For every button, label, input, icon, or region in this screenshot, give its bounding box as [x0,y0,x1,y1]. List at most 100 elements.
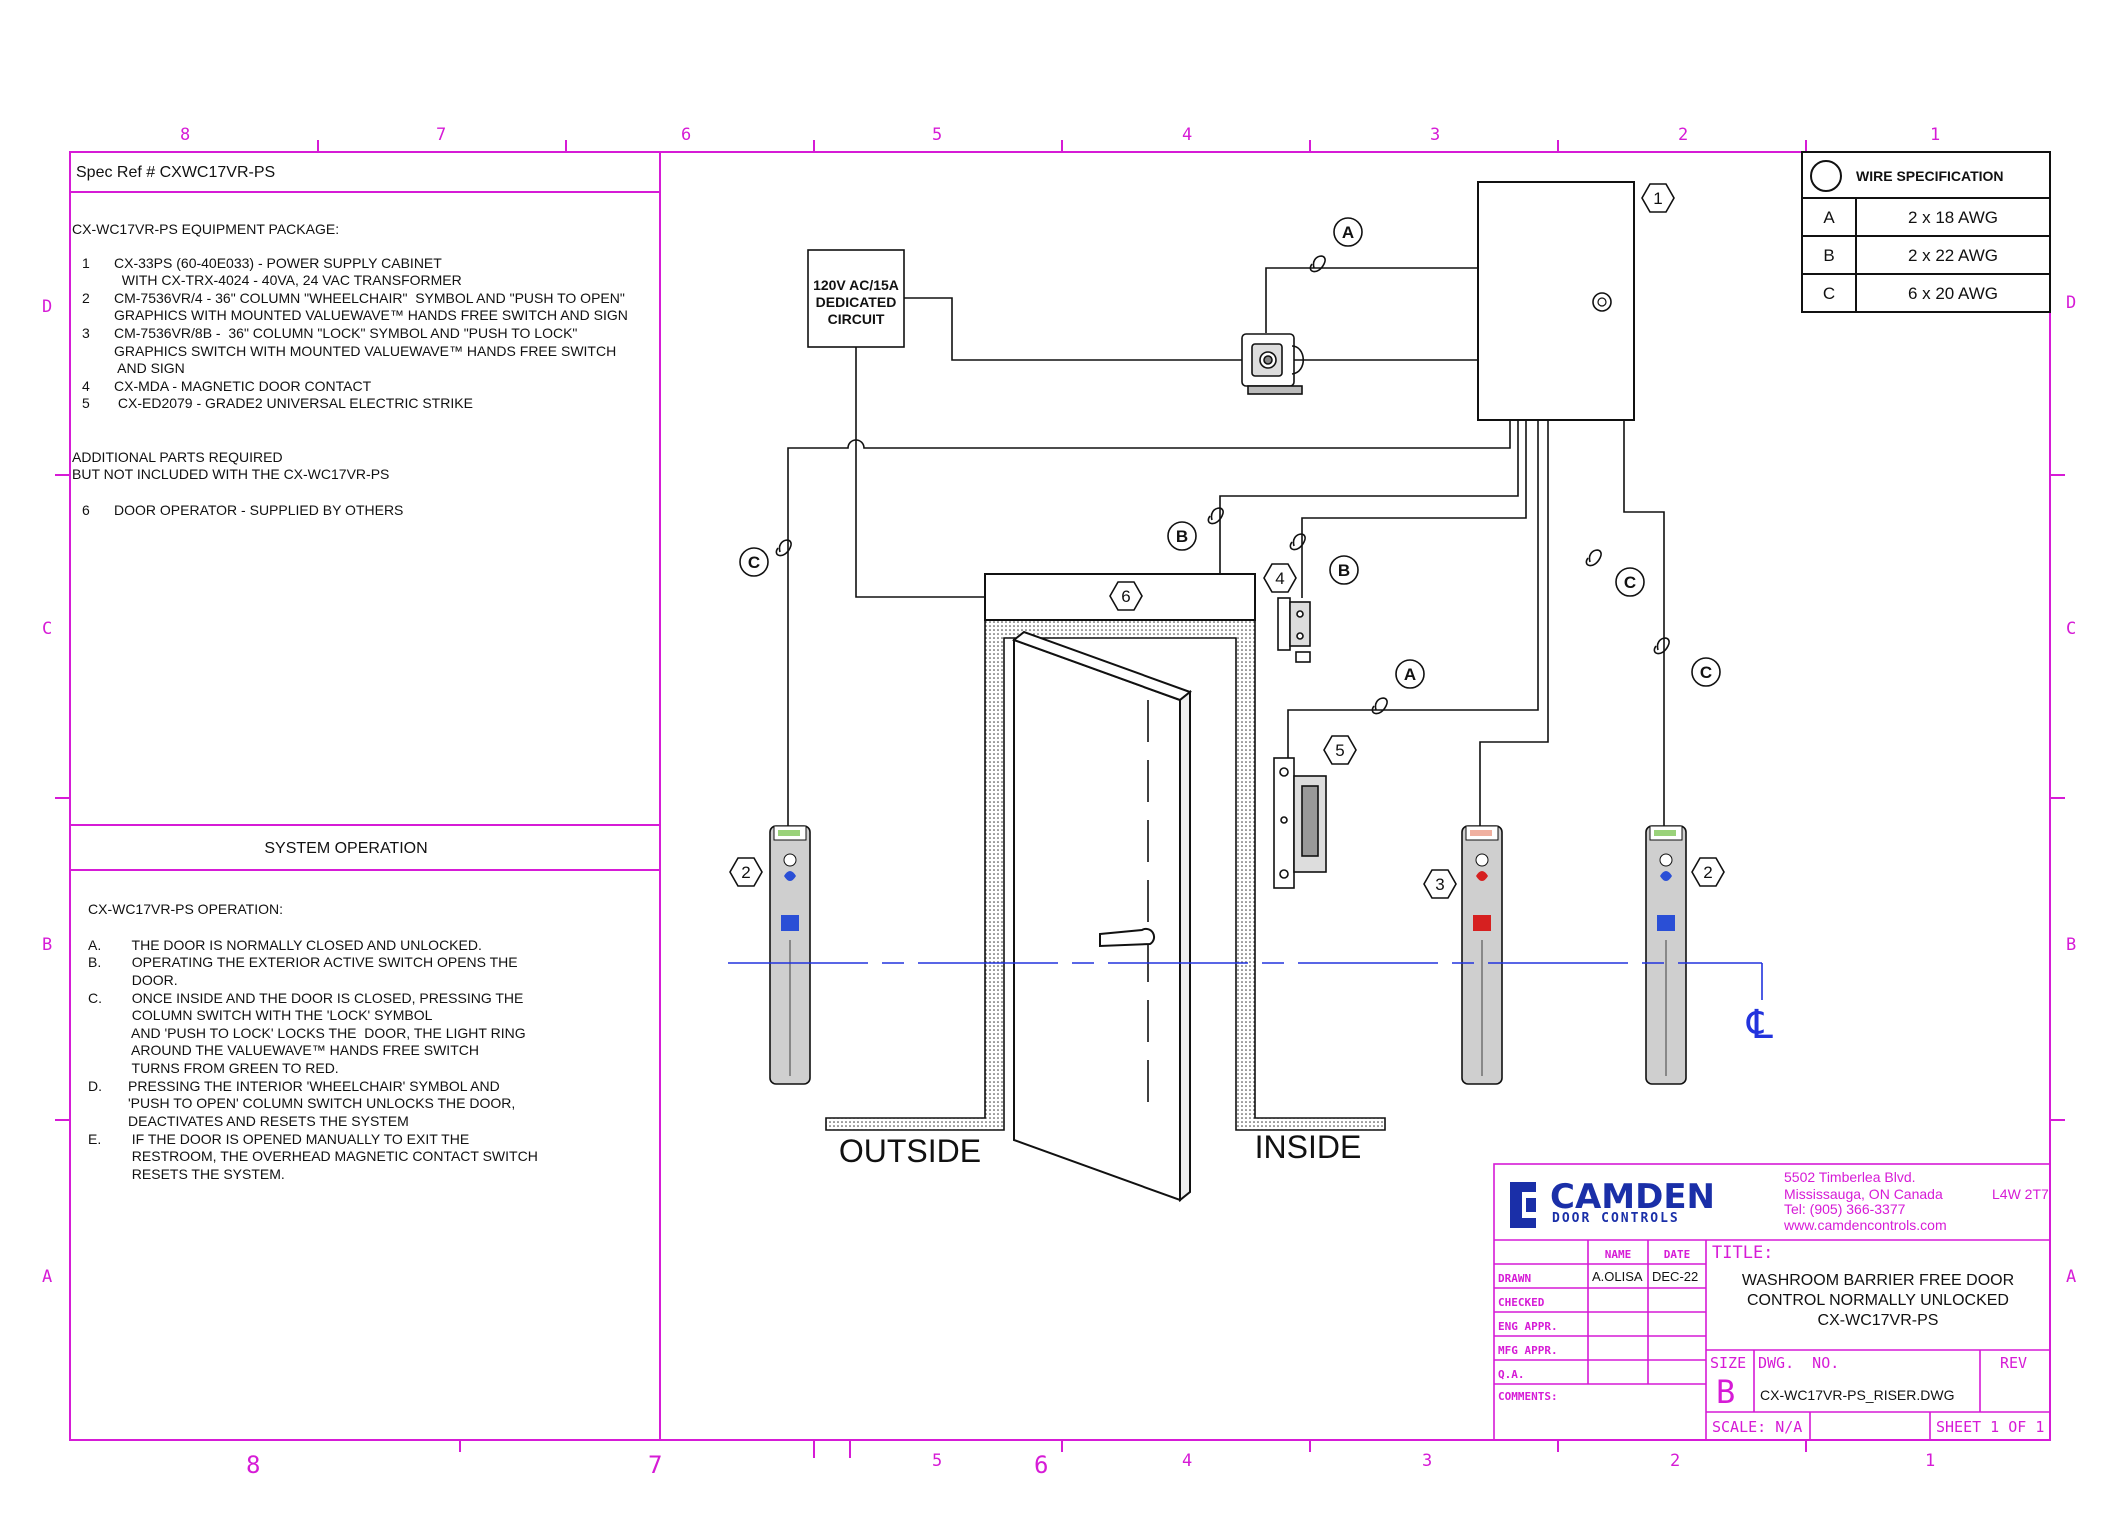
size-label: SIZE [1710,1354,1746,1372]
zone-bottom-2: 2 [1670,1451,1680,1471]
drawing-title-line: CX-WC17VR-PS [1818,1312,1939,1329]
column-switch-lock [1461,825,1503,1085]
item-tag-3: 3 [1435,875,1444,894]
wire-tag-c: C [1700,663,1712,682]
row-eng-appr: ENG APPR. [1498,1320,1558,1333]
zone-top-1: 1 [1930,125,1940,145]
inside-label: INSIDE [1255,1129,1362,1165]
additional-parts-line: ADDITIONAL PARTS REQUIRED [72,449,283,465]
operation-key: C. [88,990,102,1006]
zone-bottom-1: 1 [1925,1451,1935,1471]
row-mfg-appr: MFG APPR. [1498,1344,1558,1357]
wire-spec-table: WIRE SPECIFICATION A 2 x 18 AWG B 2 x 22… [1801,151,2051,313]
zone-left-a: A [42,1267,52,1287]
address-line: Mississauga, ON Canada [1784,1186,1943,1202]
package-title: CX-WC17VR-PS EQUIPMENT PACKAGE: [72,221,339,237]
door-leaf [1011,630,1193,1203]
row-qa: Q.A. [1498,1368,1525,1381]
package-line: CX-MDA - MAGNETIC DOOR CONTACT [114,378,372,394]
zone-left-c: C [42,619,52,639]
operation-line: RESETS THE SYSTEM. [124,1166,285,1182]
wire-spec-title: WIRE SPECIFICATION [1856,168,2004,184]
wiring [787,267,1665,826]
operation-line: PRESSING THE INTERIOR 'WHEELCHAIR' SYMBO… [128,1078,500,1094]
door-lever-handle [1099,927,1156,948]
centerline [728,962,1763,1000]
zone-top-6: 6 [681,125,691,145]
item-tag-4: 4 [1275,569,1284,588]
door-frame [825,619,1386,1131]
operation-list: A. THE DOOR IS NORMALLY CLOSED AND UNLOC… [88,937,538,1182]
operation-line: IF THE DOOR IS OPENED MANUALLY TO EXIT T… [124,1131,469,1147]
address-line: www.camdencontrols.com [1783,1217,1947,1233]
row-drawn: DRAWN [1498,1272,1531,1285]
operation-line: AROUND THE VALUEWAVE™ HANDS FREE SWITCH [124,1042,479,1058]
address-line: 5502 Timberlea Blvd. [1784,1169,1916,1185]
operation-title: CX-WC17VR-PS OPERATION: [88,901,283,917]
spec-ref: Spec Ref # CXWC17VR-PS [76,164,275,181]
col-name: NAME [1605,1248,1632,1261]
wire-code: A [1823,208,1835,227]
door-contact-device [1277,597,1311,663]
wire-break-marks [775,255,1670,715]
drawing-title-line: WASHROOM BARRIER FREE DOOR [1742,1272,2014,1289]
zone-left-d: D [42,297,52,317]
operation-line: RESTROOM, THE OVERHEAD MAGNETIC CONTACT … [124,1148,538,1164]
size-value: B [1716,1373,1735,1411]
wire-tag-a: A [1404,665,1416,684]
operation-line: COLUMN SWITCH WITH THE 'LOCK' SYMBOL [124,1007,433,1023]
package-num: 2 [82,290,90,306]
sheet-border [55,140,2065,1458]
operation-line: ONCE INSIDE AND THE DOOR IS CLOSED, PRES… [124,990,523,1006]
wire-code: C [1823,284,1835,303]
dwg-label: DWG. NO. [1758,1354,1839,1372]
spec-notes-panel: Spec Ref # CXWC17VR-PS CX-WC17VR-PS EQUI… [72,164,628,1182]
brand-subtitle: DOOR CONTROLS [1552,1211,1680,1226]
operation-line: TURNS FROM GREEN TO RED. [124,1060,339,1076]
drawn-name: A.OLISA [1592,1269,1643,1284]
item-tag-5: 5 [1335,741,1344,760]
circuit-box: 120V AC/15A DEDICATED CIRCUIT [807,249,905,348]
package-line: CM-7536VR/8B - 36" COLUMN "LOCK" SYMBOL … [114,325,577,341]
package-list: 1 CX-33PS (60-40E033) - POWER SUPPLY CAB… [82,255,628,411]
wire-code: B [1823,246,1834,265]
wire-tag-c: C [748,553,760,572]
zone-top-4: 4 [1182,125,1192,145]
postal-code: L4W 2T7 [1992,1186,2049,1202]
zone-top-2: 2 [1678,125,1688,145]
operation-line: DEACTIVATES AND RESETS THE SYSTEM [128,1113,409,1129]
zone-right-d: D [2066,293,2076,313]
rev-label: REV [2000,1354,2027,1372]
column-switch-interior [1645,825,1687,1085]
wire-gauge: 2 x 18 AWG [1908,208,1998,227]
package-num: 5 [82,395,90,411]
col-date: DATE [1664,1248,1691,1261]
wire-tag-c: C [1624,573,1636,592]
wire-tag-b: B [1176,527,1188,546]
zone-right-c: C [2066,619,2076,639]
package-line: GRAPHICS SWITCH WITH MOUNTED VALUEWAVE™ … [114,343,616,359]
package-line: WITH CX-TRX-4024 - 40VA, 24 VAC TRANSFOR… [114,272,462,288]
operation-line: AND 'PUSH TO LOCK' LOCKS THE DOOR, THE L… [124,1025,526,1041]
item-tag-2: 2 [1703,863,1712,882]
brand-name: CAMDEN [1550,1177,1715,1217]
title-label: TITLE: [1712,1243,1773,1263]
wire-gauge: 2 x 22 AWG [1908,246,1998,265]
row-checked: CHECKED [1498,1296,1545,1309]
title-block [1493,1163,2051,1441]
package-line: CX-33PS (60-40E033) - POWER SUPPLY CABIN… [114,255,442,271]
wire-gauge: 6 x 20 AWG [1908,284,1998,303]
item-tag-1: 1 [1653,189,1662,208]
zone-bottom-8: 8 [246,1451,260,1479]
address-line: Tel: (905) 366-3377 [1784,1201,1906,1217]
operation-line: 'PUSH TO OPEN' COLUMN SWITCH UNLOCKS THE… [128,1095,515,1111]
operation-line: DOOR. [124,972,178,988]
circuit-label: DEDICATED [816,294,897,310]
package-num: 4 [82,378,90,394]
zone-bottom-7: 7 [648,1451,662,1479]
zone-top-8: 8 [180,125,190,145]
package-num: 1 [82,255,90,271]
package-line: AND SIGN [114,360,185,376]
operation-key: B. [88,954,101,970]
electric-strike-device [1273,757,1327,889]
